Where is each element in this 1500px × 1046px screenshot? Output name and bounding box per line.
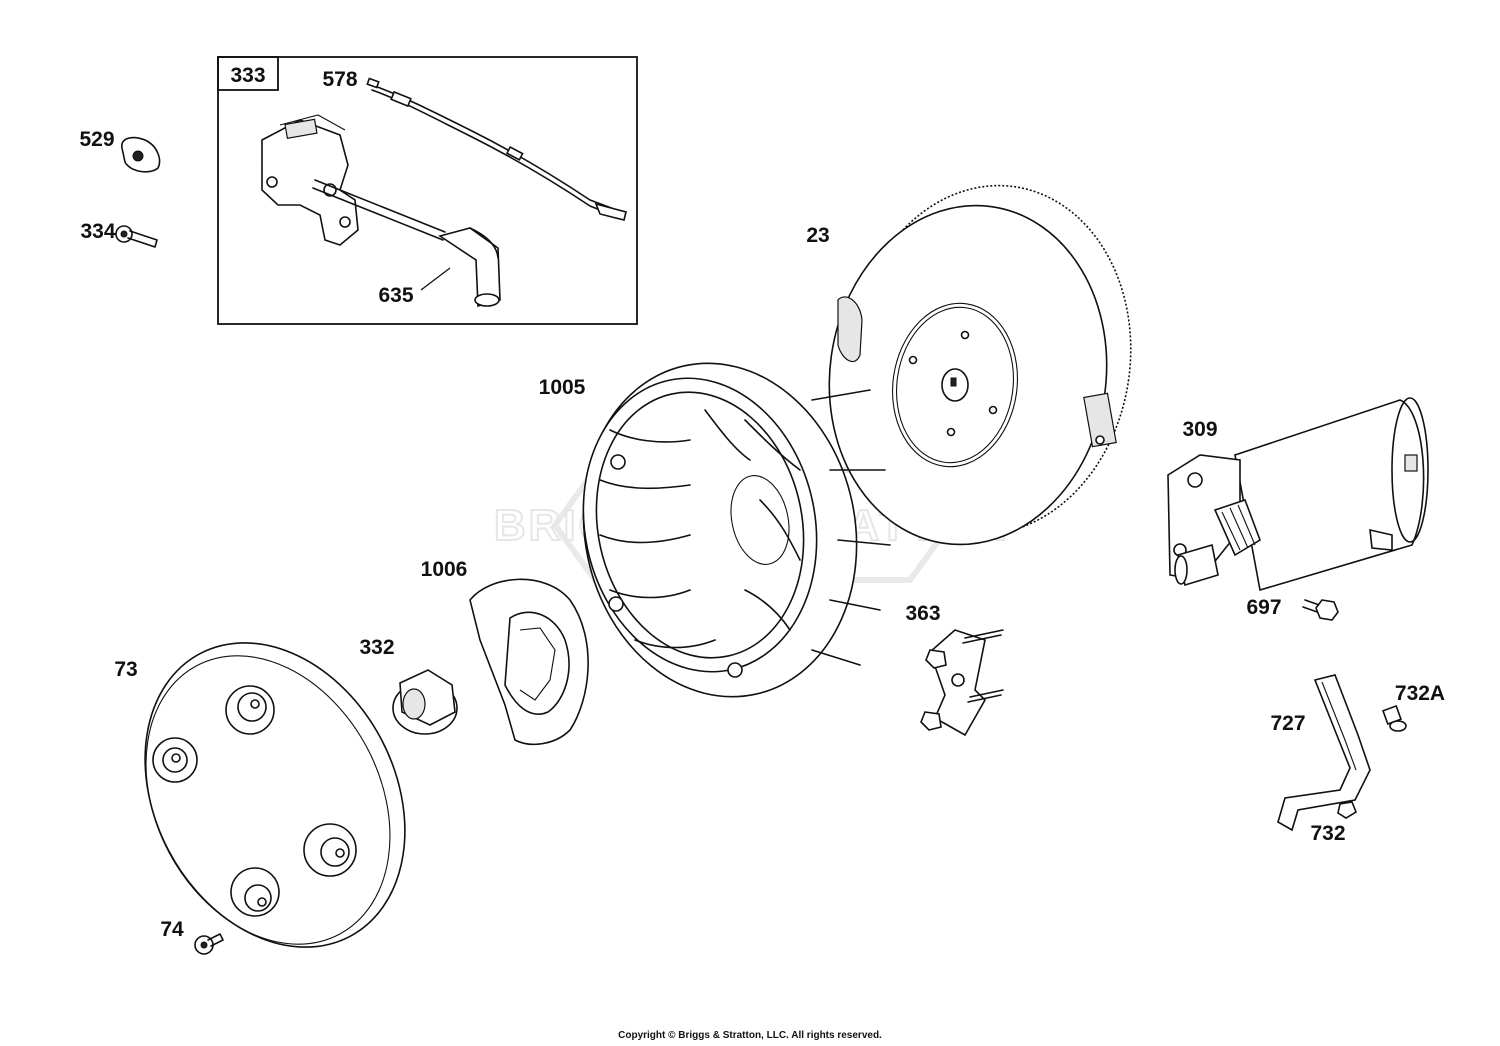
label-309: 309 [1182, 418, 1217, 441]
part-732A-screw[interactable] [1382, 705, 1407, 732]
part-74-screw[interactable] [194, 933, 224, 955]
label-697: 697 [1246, 596, 1281, 619]
part-635-oil-sensor[interactable] [261, 114, 501, 308]
label-635: 635 [378, 284, 413, 307]
label-727: 727 [1270, 712, 1305, 735]
label-732: 732 [1310, 822, 1345, 845]
label-334: 334 [80, 220, 115, 243]
part-578-wire-harness[interactable] [366, 77, 627, 221]
part-697-bolt[interactable] [1302, 599, 1339, 621]
part-727-bracket[interactable] [1277, 674, 1371, 832]
part-73-cover[interactable] [94, 597, 456, 992]
part-732-nut[interactable] [1337, 801, 1357, 819]
label-732A: 732A [1395, 682, 1445, 705]
part-363-adapter[interactable] [920, 629, 1004, 737]
part-1005-fan[interactable] [553, 338, 891, 723]
part-23-flywheel[interactable] [808, 167, 1153, 562]
label-73: 73 [114, 658, 137, 681]
label-1005: 1005 [539, 376, 586, 399]
copyright-notice: Copyright © Briggs & Stratton, LLC. All … [618, 1030, 882, 1041]
label-333: 333 [230, 64, 265, 87]
label-1006: 1006 [421, 558, 468, 581]
kit-inset-box [217, 56, 638, 325]
label-363: 363 [905, 602, 940, 625]
part-334-screw[interactable] [115, 225, 158, 248]
label-23: 23 [806, 224, 829, 247]
label-529: 529 [79, 128, 114, 151]
label-578: 578 [322, 68, 357, 91]
part-1006-retainer[interactable] [469, 578, 589, 746]
part-529-grommet[interactable] [121, 136, 161, 173]
leader-line-635 [420, 267, 451, 291]
label-74: 74 [160, 918, 184, 941]
part-309-starter-motor[interactable] [1167, 397, 1429, 592]
label-332: 332 [359, 636, 394, 659]
part-332-nut[interactable] [392, 669, 458, 735]
